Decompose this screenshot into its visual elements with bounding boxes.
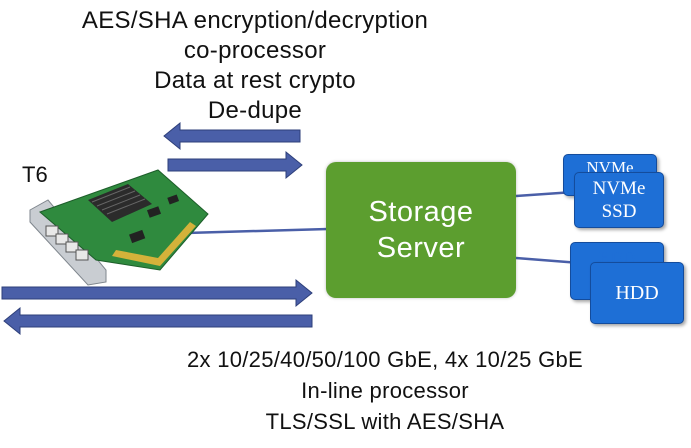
top-line-1: AES/SHA encryption/decryption	[81, 7, 429, 34]
nvme-front-label-1: NVMe	[592, 178, 646, 199]
bottom-line-1: 2x 10/25/40/50/100 GbE, 4x 10/25 GbE	[186, 347, 584, 372]
nvme-ssd-drive: NVMe SSD	[574, 172, 664, 228]
server-to-hdd-line	[515, 256, 581, 265]
bottom-feature-list: 2x 10/25/40/50/100 GbE, 4x 10/25 GbE In-…	[150, 344, 620, 437]
t6-label: T6	[22, 162, 48, 187]
right-arrow-top	[167, 150, 303, 180]
right-arrow-bottom	[1, 278, 313, 308]
top-line-3: Data at rest crypto	[154, 67, 356, 94]
left-arrow-top	[163, 121, 301, 151]
nvme-front-label-2: SSD	[601, 201, 637, 222]
t6-network-card	[29, 169, 209, 286]
server-label-line-2: Server	[376, 232, 466, 264]
bottom-line-3: TLS/SSL with AES/SHA	[265, 409, 505, 434]
top-line-4: De-dupe	[207, 97, 303, 124]
storage-server-box: Storage Server	[326, 162, 516, 298]
top-line-2: co-processor	[183, 37, 327, 64]
server-label-line-1: Storage	[368, 196, 474, 228]
card-to-server-line	[185, 227, 329, 235]
hdd-front-label: HDD	[615, 282, 659, 304]
bottom-line-2: In-line processor	[301, 378, 469, 403]
hdd-drive: HDD	[590, 262, 684, 324]
top-feature-list: AES/SHA encryption/decryption co-process…	[30, 6, 480, 126]
left-arrow-bottom	[3, 306, 313, 336]
